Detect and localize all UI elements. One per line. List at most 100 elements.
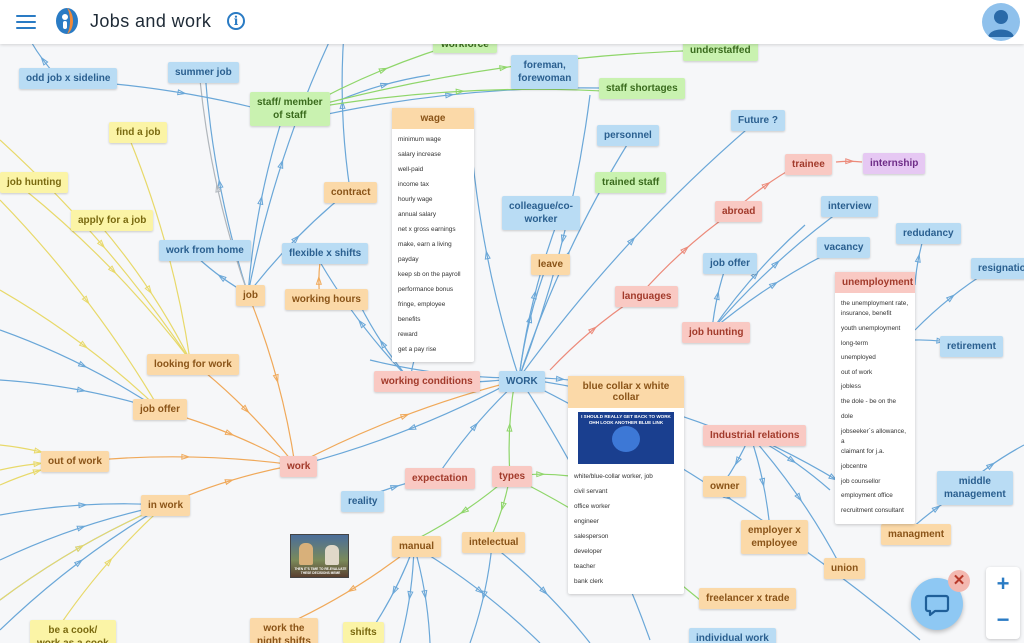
node-job-offer-left[interactable]: job offer [133,399,187,420]
edge-arrow [475,586,485,595]
node-job-hunting-right[interactable]: job hunting [682,322,751,343]
node-types[interactable]: types [492,466,533,487]
node-staff-member[interactable]: staff/ member of staff [250,92,330,126]
list-item: engineer [574,518,599,525]
node-out-of-work[interactable]: out of work [41,451,109,472]
node-leave[interactable]: leave [531,254,571,275]
node-work-center[interactable]: WORK [499,371,545,392]
node-job[interactable]: job [236,285,265,306]
node-retirement[interactable]: retirement [940,336,1003,357]
edge-arrow [81,295,90,305]
node-reality[interactable]: reality [341,491,385,512]
node-job-hunting-left[interactable]: job hunting [0,172,69,193]
collar-card-title: blue collar x white collar [568,376,684,408]
edge-line [369,545,415,633]
edge-line [835,160,863,163]
edge-arrow [761,181,771,190]
edge-line [0,289,161,411]
page-title: Jobs and work [90,11,212,31]
edge-line [299,88,621,111]
node-industrial-relations[interactable]: Industrial relations [703,425,807,446]
meme-caption-2: THEN IT'S TIME TO RE-EVALUATE THESE DECI… [294,567,347,575]
node-work-from-home[interactable]: work from home [159,240,251,261]
edge-arrow [224,479,235,486]
node-working-hours[interactable]: working hours [285,289,368,310]
edge-arrow [530,289,537,300]
node-resignation[interactable]: resignation [971,258,1024,279]
unemployment-card[interactable]: unemployment the unemployment rate, insu… [835,272,915,524]
node-vacancy[interactable]: vacancy [817,237,871,258]
hamburger-icon[interactable] [14,11,38,31]
node-individual-work[interactable]: individual work [689,628,776,643]
list-item: office worker [574,503,611,510]
node-odd-job[interactable]: odd job x sideline [19,68,118,89]
node-future[interactable]: Future ? [731,110,785,131]
edge-arrow [33,447,44,454]
edge-line [518,117,761,379]
node-trainee[interactable]: trainee [785,154,832,175]
wage-list: minimum wage salary increase well-paid i… [392,129,474,362]
node-middle-management[interactable]: middle management [937,471,1013,505]
node-shifts[interactable]: shifts [343,622,384,643]
node-owner[interactable]: owner [703,476,747,497]
app-logo-icon [56,8,78,34]
edge-line [518,261,549,379]
edge-arrow [555,375,566,382]
node-be-a-cook[interactable]: be a cook/ work as a cook [30,620,116,643]
node-interview[interactable]: interview [821,196,879,217]
node-summer-job[interactable]: summer job [168,62,239,83]
meme-thumbnail[interactable]: THEN IT'S TIME TO RE-EVALUATE THESE DECI… [290,534,349,578]
node-in-work[interactable]: in work [141,495,191,516]
node-working-conditions[interactable]: working conditions [374,371,480,392]
list-item: salary increase [398,151,441,158]
node-freelancer[interactable]: freelancer x trade [699,588,797,609]
node-employer[interactable]: employer x employee [741,520,808,554]
node-contract[interactable]: contract [324,182,378,203]
edge-line [247,293,296,466]
node-colleague[interactable]: colleague/co- worker [502,196,580,230]
info-icon[interactable]: i [227,12,245,30]
node-intelectual[interactable]: intelectual [462,532,526,553]
zoom-controls: + − [986,567,1020,639]
node-redudancy[interactable]: redudancy [896,223,961,244]
node-apply-job[interactable]: apply for a job [71,210,154,231]
edge-arrow [500,501,507,512]
node-managment[interactable]: managment [881,524,952,545]
edge-arrow [74,544,85,553]
node-night-shifts[interactable]: work the night shifts [250,618,318,643]
node-looking-for-work[interactable]: looking for work [147,354,239,375]
plus-icon[interactable]: + [996,571,1010,596]
edge-arrow [587,326,598,335]
edge-line [711,224,806,331]
close-icon[interactable]: ✕ [948,570,970,592]
edge-arrow [240,404,250,414]
node-job-offer-right[interactable]: job offer [703,253,757,274]
node-find-job[interactable]: find a job [109,122,168,143]
node-staff-shortages[interactable]: staff shortages [599,78,685,99]
node-understaffed[interactable]: understaffed [683,40,758,61]
node-languages[interactable]: languages [615,286,679,307]
collar-card[interactable]: blue collar x white collar I SHOULD REAL… [568,376,684,594]
node-abroad[interactable]: abroad [715,201,763,222]
node-work[interactable]: work [280,456,318,477]
node-foreman[interactable]: foreman, forewoman [511,55,579,89]
user-avatar[interactable] [982,3,1020,41]
wage-card[interactable]: wage minimum wage salary increase well-p… [392,108,474,362]
list-item: salesperson [574,533,609,540]
node-manual[interactable]: manual [392,536,442,557]
edge-arrow [217,274,227,283]
node-personnel[interactable]: personnel [597,125,659,146]
edge-arrow [768,281,779,290]
node-expectation[interactable]: expectation [405,468,475,489]
node-trained-staff[interactable]: trained staff [595,172,667,193]
node-flexible-shifts[interactable]: flexible x shifts [282,243,369,264]
edge-arrow [215,182,222,193]
edge-arrow [407,590,414,601]
node-union[interactable]: union [824,558,866,579]
edge-arrow [277,159,284,170]
edge-line [204,71,249,295]
node-internship[interactable]: internship [863,153,926,174]
minus-icon[interactable]: − [996,607,1010,632]
edge-arrow [144,285,153,295]
